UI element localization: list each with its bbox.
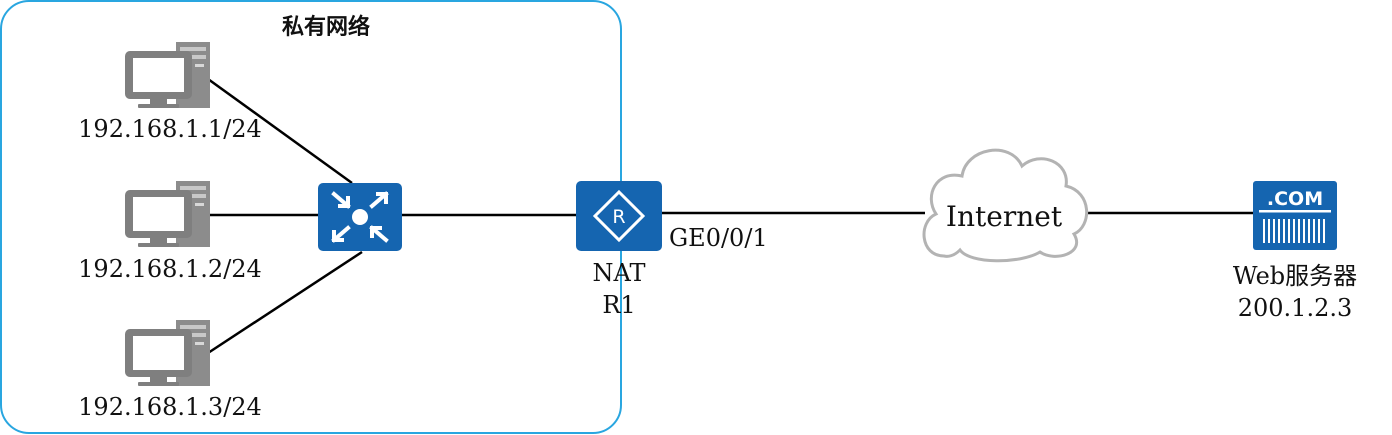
- switch-icon: [318, 183, 402, 251]
- pc-1-icon: [125, 42, 210, 108]
- web-server-icon: .COM: [1253, 181, 1337, 250]
- links: [207, 77, 1253, 355]
- pc-2-icon: [125, 181, 210, 247]
- router-interface-label: GE0/0/1: [669, 224, 768, 252]
- pc-2-ip-label: 192.168.1.2/24: [78, 255, 262, 283]
- pc-1-ip-label: 192.168.1.1/24: [78, 115, 262, 143]
- link-pc3-switch: [207, 250, 363, 355]
- web-server-name-label: Web服务器: [1233, 262, 1357, 290]
- web-server-ip-label: 200.1.2.3: [1238, 294, 1353, 322]
- pc-3-icon: [125, 320, 210, 386]
- private-network-title: 私有网络: [282, 14, 370, 40]
- pc-3-ip-label: 192.168.1.3/24: [78, 393, 262, 421]
- link-pc1-switch: [207, 77, 353, 185]
- router-id-label: R1: [602, 291, 635, 319]
- router-name-label: NAT: [592, 259, 645, 287]
- internet-cloud-icon: [922, 148, 1089, 263]
- router-icon-letter: R: [612, 206, 625, 228]
- router-icon: R: [576, 181, 662, 251]
- web-server-icon-text: .COM: [1267, 188, 1323, 210]
- private-network-boundary: [0, 0, 622, 434]
- internet-label: Internet: [946, 200, 1063, 233]
